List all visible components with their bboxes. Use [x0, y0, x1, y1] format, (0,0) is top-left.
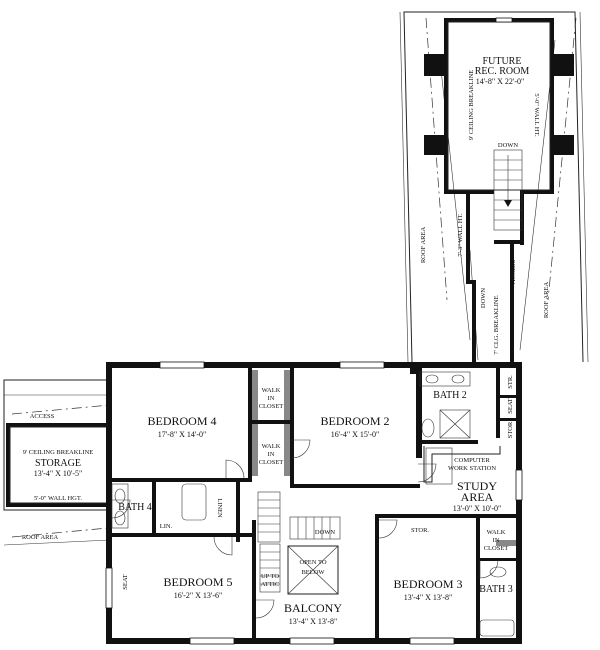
open-line2: BELOW — [301, 569, 325, 576]
storage-ceiling-breakline: 9' CEILING BREAKLINE — [23, 449, 94, 456]
windows — [105, 17, 523, 645]
stair-down: DOWN — [315, 529, 336, 536]
storage-dims: 13'-4" X 10'-5" — [34, 469, 83, 478]
bedroom2-dims: 16'-4" X 15'-0" — [331, 430, 380, 439]
study-name-2: AREA — [461, 490, 494, 504]
computer-line2: WORK STATION — [448, 465, 496, 472]
storage-wing — [3, 379, 111, 546]
str-label: STR. — [507, 375, 514, 389]
wic1-line1: WALK — [262, 387, 281, 394]
rec-room-name-2: REC. ROOM — [475, 66, 530, 77]
balcony-dims: 13'-4" X 13'-8" — [289, 617, 338, 626]
wic2-line3: CLOSET — [259, 459, 284, 466]
clg-breakline: 7' CLG. BREAKLINE — [493, 295, 500, 354]
access-left: ACCESS — [30, 413, 55, 420]
bath3-name: BATH 3 — [479, 584, 513, 595]
bedroom3-name: BEDROOM 3 — [393, 577, 462, 591]
wic2-line2: IN — [268, 451, 275, 458]
closet-shelves — [252, 370, 516, 546]
interior-walls — [112, 368, 516, 638]
linen-label: LINEN — [216, 498, 223, 518]
down-mid: DOWN — [480, 288, 487, 309]
bedroom2-name: BEDROOM 2 — [320, 414, 389, 428]
open-line1: OPEN TO — [299, 559, 326, 566]
wic1-line3: CLOSET — [259, 403, 284, 410]
wic3-line3: CLOSET — [484, 545, 509, 552]
bath2-name: BATH 2 — [433, 390, 467, 401]
wic3-line2: IN — [493, 537, 500, 544]
computer-line1: COMPUTER — [454, 457, 490, 464]
seat-right: SEAT — [507, 398, 514, 414]
bedroom5-dims: 16'-2" X 13'-6" — [174, 591, 223, 600]
bedroom5-name: BEDROOM 5 — [163, 575, 232, 589]
access-right: ACCESS — [510, 259, 517, 284]
roof-area-left: ROOF AREA — [420, 227, 427, 264]
bath4-name: BATH 4 — [118, 502, 152, 513]
rec-room-dims: 14'-8" X 22'-0" — [476, 77, 525, 86]
study-name: STUDY — [457, 479, 497, 493]
stor-right: STOR — [507, 421, 514, 438]
attic-line2: ATTIC — [261, 581, 279, 588]
computer-counter — [423, 446, 501, 483]
bedroom4-dims: 17'-8" X 14'-0" — [158, 430, 207, 439]
stor-b3: STOR. — [411, 527, 429, 534]
storage-name: STORAGE — [35, 458, 81, 469]
roof-area-right: ROOF AREA — [543, 282, 550, 319]
balcony-name: BALCONY — [284, 601, 342, 615]
study-dims: 13'-0" X 10'-0" — [453, 504, 502, 513]
wall-ht-73: 7'-3" WALL HT. — [457, 213, 464, 257]
main-stair — [257, 491, 341, 595]
rec-stair — [493, 149, 523, 231]
bedroom3-dims: 13'-4" X 13'-8" — [404, 593, 453, 602]
rec-room-walls — [424, 18, 574, 368]
storage-wall-hgt: 5'-0" WALL HGT. — [34, 495, 82, 502]
bath-fixtures — [111, 371, 515, 637]
seat-left: SEAT — [122, 574, 129, 590]
wic1-line2: IN — [268, 395, 275, 402]
bedroom4-name: BEDROOM 4 — [147, 414, 216, 428]
rec-ceiling-breakline: 9' CEILING BREAKLINE — [468, 70, 475, 141]
rec-room-name-1: FUTURE — [483, 56, 522, 67]
wic3-line1: WALK — [487, 529, 506, 536]
lin-label: LIN. — [160, 523, 173, 530]
wic2-line1: WALK — [262, 443, 281, 450]
rec-down-label: DOWN — [498, 142, 519, 149]
roof-area-bottom: ROOF AREA — [22, 534, 59, 541]
rec-wall-ht: 5'-0" WALL HT. — [533, 93, 540, 137]
attic-line1: UP TO — [261, 573, 279, 580]
